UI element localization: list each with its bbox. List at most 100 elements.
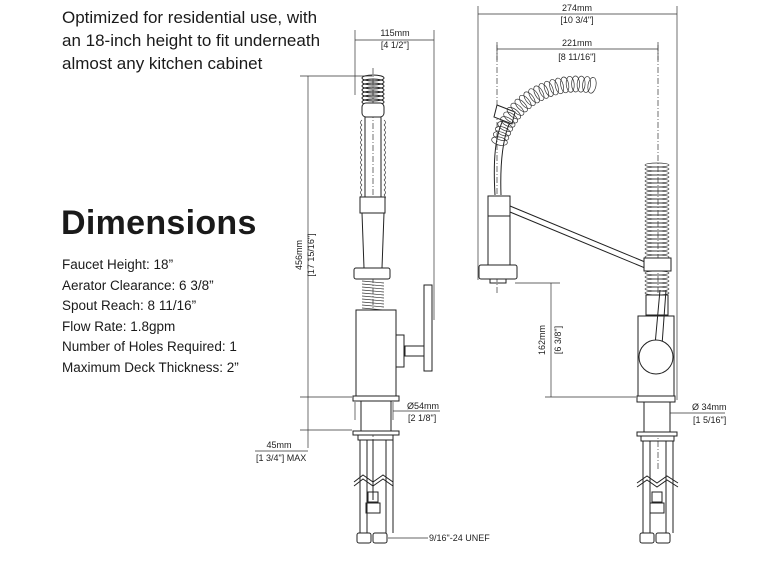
coil-stroke: [543, 80, 554, 97]
coil-stroke: [360, 174, 386, 181]
front-width-mm: 115mm: [380, 28, 409, 38]
coil-stroke: [360, 189, 386, 196]
coil-stroke: [576, 75, 586, 93]
coil-stroke: [360, 134, 386, 141]
coil-stroke: [360, 129, 386, 136]
spec-list: Faucet Height: 18” Aerator Clearance: 6 …: [62, 255, 239, 379]
front-width-in: [4 1/2"]: [381, 40, 409, 50]
intro-text: Optimized for residential use, with an 1…: [62, 8, 321, 73]
coil-stroke: [644, 286, 670, 292]
coil-stroke: [644, 218, 670, 224]
coil-stroke: [497, 121, 513, 132]
coil-stroke: [360, 139, 386, 146]
coil-stroke: [361, 86, 385, 94]
coil-stroke: [644, 170, 670, 176]
coil-stroke: [361, 304, 385, 308]
coil-stroke: [644, 278, 670, 284]
coil-stroke: [361, 298, 385, 302]
coil-stroke: [644, 186, 670, 192]
deck-thickness-mm: 45mm: [266, 440, 291, 450]
coil-stroke: [644, 174, 670, 180]
coil-stroke: [644, 182, 670, 188]
coil-stroke: [360, 144, 386, 151]
coil-stroke: [360, 164, 386, 171]
coil-stroke: [518, 95, 532, 109]
coil-stroke: [644, 206, 670, 212]
front-view-drawing: [352, 68, 433, 544]
coil-stroke: [644, 166, 670, 172]
coil-stroke: [360, 124, 386, 131]
coil-stroke: [528, 88, 540, 104]
side-view-dimensions: 274mm [10 3/4"] 221mm [8 11/16"] 162mm […: [477, 3, 727, 425]
spec-holes-required: Number of Holes Required: 1: [62, 339, 237, 355]
spec-flow-rate: Flow Rate: 1.8gpm: [62, 318, 176, 334]
spec-spout-reach: Spout Reach: 8 11/16”: [62, 298, 197, 314]
coil-stroke: [644, 270, 670, 276]
coil-stroke: [361, 94, 385, 102]
coil-stroke: [644, 222, 670, 228]
coil-stroke: [644, 242, 670, 248]
coil-stroke: [361, 90, 385, 98]
front-diameter-mm: Ø54mm: [407, 401, 439, 411]
spout-reach-mm: 221mm: [562, 38, 592, 48]
coil-stroke: [493, 131, 510, 141]
coil-stroke: [360, 154, 386, 161]
coil-stroke: [644, 238, 670, 244]
front-height-mm: 456mm: [294, 240, 304, 270]
coil-stroke: [644, 202, 670, 208]
spout-reach-in: [8 11/16"]: [558, 52, 596, 62]
side-diameter-mm: Ø 34mm: [692, 402, 727, 412]
coil-stroke: [582, 76, 592, 93]
coil-stroke: [644, 178, 670, 184]
coil-stroke: [361, 286, 385, 290]
coil-stroke: [644, 282, 670, 288]
coil-stroke: [360, 159, 386, 166]
front-height-in: [17 15/16"]: [306, 233, 316, 276]
spec-deck-thickness: Maximum Deck Thickness: 2”: [62, 359, 239, 375]
coil-stroke: [361, 292, 385, 296]
deck-thickness-in: [1 3/4"] MAX: [256, 453, 306, 463]
side-diameter-in: [1 5/16"]: [693, 415, 726, 425]
coil-stroke: [644, 226, 670, 232]
coil-stroke: [361, 74, 385, 82]
coil-stroke: [644, 246, 670, 252]
front-diameter-in: [2 1/8"]: [408, 413, 436, 423]
coil-stroke: [361, 301, 385, 305]
coil-stroke: [538, 83, 550, 99]
coil-stroke: [523, 91, 536, 107]
coil-stroke: [495, 126, 511, 137]
coil-stroke: [361, 289, 385, 293]
clearance-in: [6 3/8"]: [553, 326, 563, 354]
coil-stroke: [644, 162, 670, 168]
coil-stroke: [361, 283, 385, 287]
coil-stroke: [500, 116, 516, 128]
coil-stroke: [510, 102, 525, 116]
coil-stroke: [361, 78, 385, 86]
front-view-dimensions: 115mm [4 1/2"] 456mm [17 15/16"] 45mm [1…: [255, 28, 490, 543]
coil-stroke: [644, 214, 670, 220]
coil-stroke: [533, 85, 545, 101]
coil-stroke: [360, 184, 386, 191]
coil-stroke: [549, 79, 559, 96]
overall-width-mm: 274mm: [562, 3, 592, 13]
coil-stroke: [554, 77, 564, 95]
coil-stroke: [587, 77, 597, 94]
coil-stroke: [644, 194, 670, 200]
coil-stroke: [361, 82, 385, 90]
coil-stroke: [361, 280, 385, 284]
coil-stroke: [644, 230, 670, 236]
coil-stroke: [360, 179, 386, 186]
coil-stroke: [644, 190, 670, 196]
spec-aerator-clearance: Aerator Clearance: 6 3/8”: [62, 277, 214, 293]
coil-stroke: [360, 169, 386, 176]
coil-stroke: [644, 198, 670, 204]
coil-stroke: [644, 234, 670, 240]
coil-stroke: [360, 149, 386, 156]
coil-stroke: [360, 119, 386, 126]
coil-stroke: [571, 75, 580, 93]
side-view-drawing: [478, 45, 679, 544]
coil-stroke: [514, 98, 528, 113]
coil-stroke: [361, 295, 385, 299]
coil-stroke: [644, 210, 670, 216]
